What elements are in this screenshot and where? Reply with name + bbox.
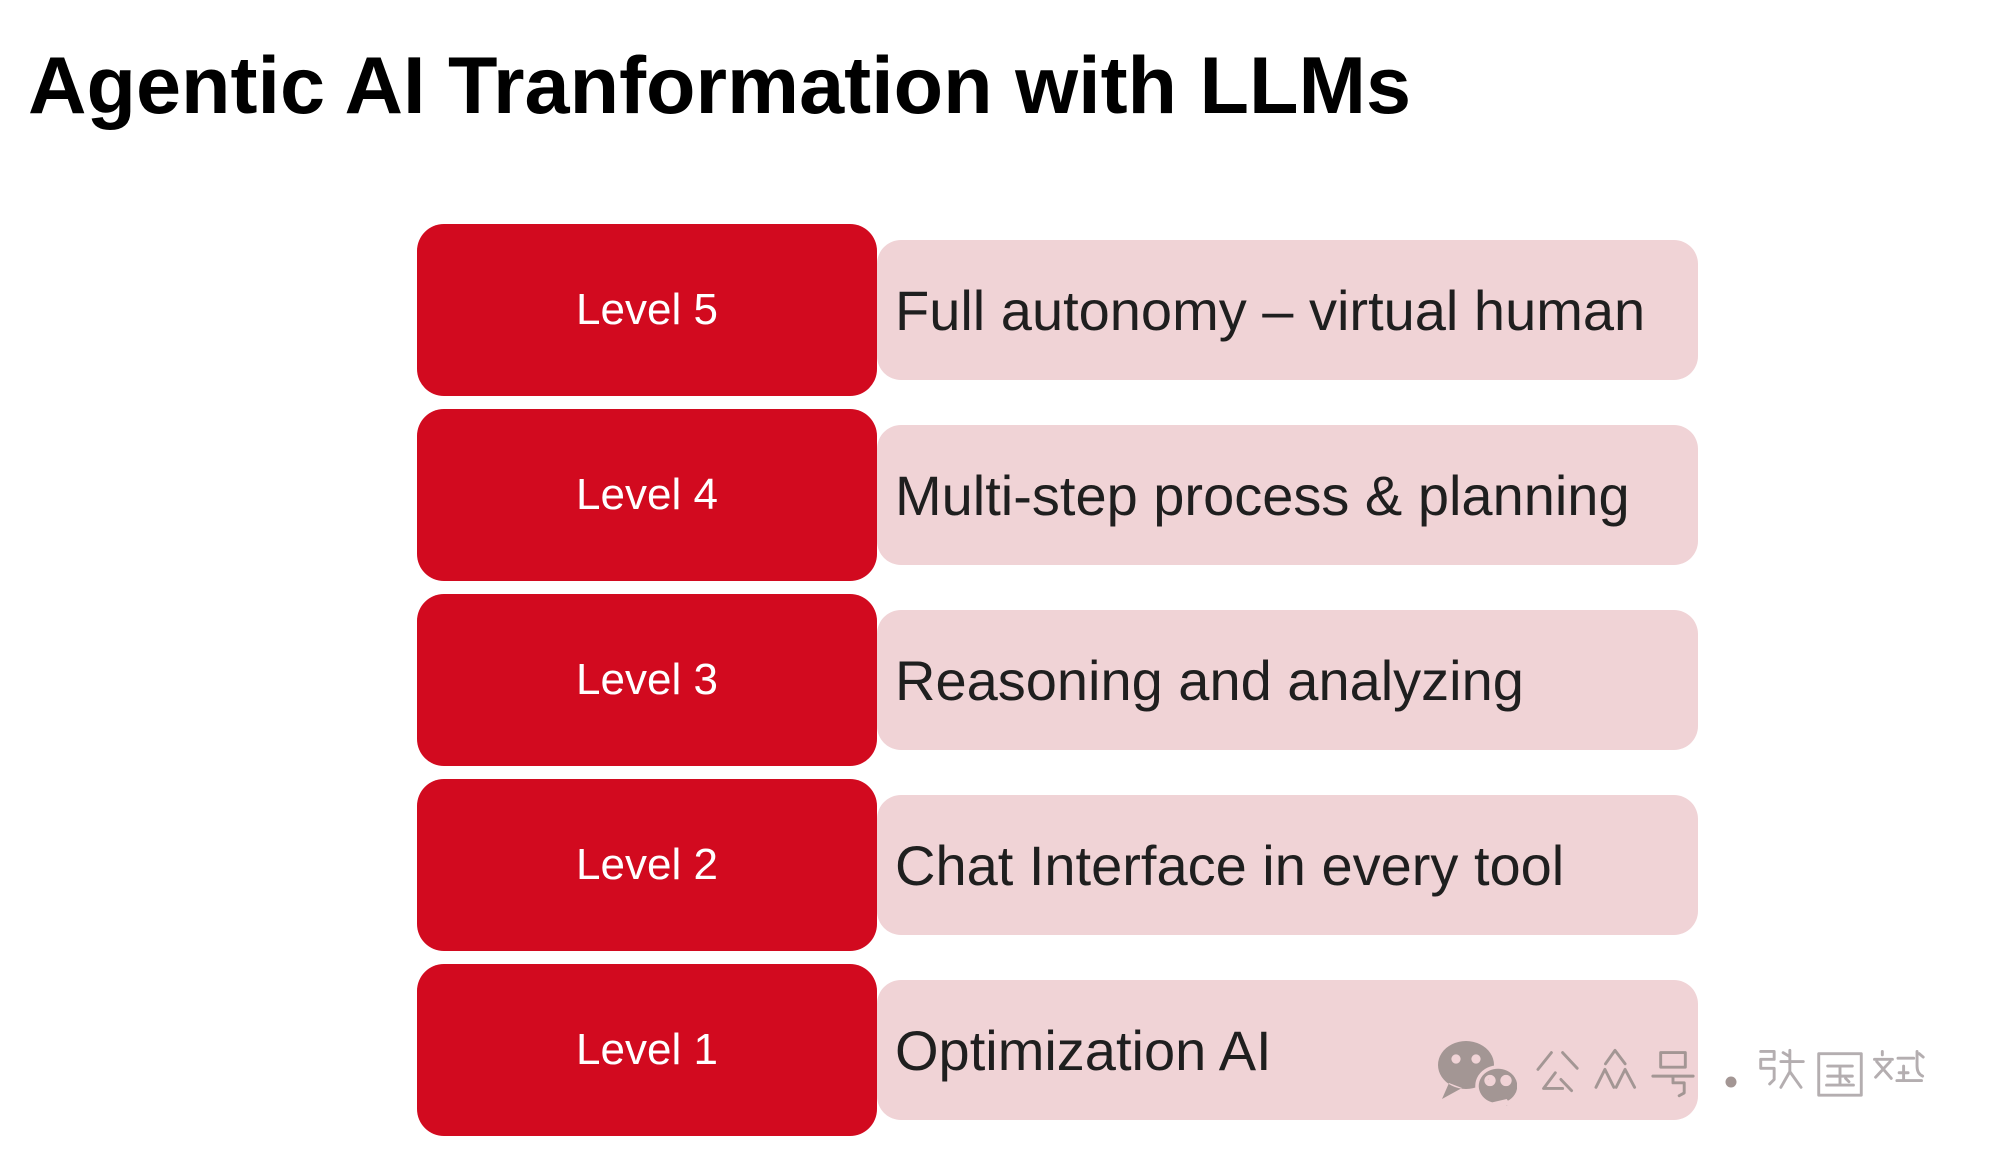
watermark-cjk-text <box>1536 1048 1925 1098</box>
level-2-description-box: Chat Interface in every tool <box>877 795 1698 935</box>
level-4-description-box: Multi-step process & planning <box>877 425 1698 565</box>
level-row-1: Optimization AI Level 1 <box>417 964 1698 1136</box>
level-1-label: Level 1 <box>576 1025 718 1074</box>
level-3-description-box: Reasoning and analyzing <box>877 610 1698 750</box>
level-row-5: Full autonomy – virtual human Level 5 <box>417 224 1698 396</box>
level-1-description: Optimization AI <box>895 1018 1272 1082</box>
level-2-badge: Level 2 <box>417 779 877 951</box>
level-1-description-box: Optimization AI <box>877 980 1698 1120</box>
level-row-2: Chat Interface in every tool Level 2 <box>417 779 1698 951</box>
level-row-3: Reasoning and analyzing Level 3 <box>417 594 1698 766</box>
level-4-description: Multi-step process & planning <box>895 463 1630 527</box>
level-4-badge: Level 4 <box>417 409 877 581</box>
level-5-label: Level 5 <box>576 285 718 334</box>
wechat-watermark: 公众号 · 张国斌 <box>1437 1040 1929 1110</box>
wechat-icon <box>1438 1041 1517 1110</box>
level-5-description-box: Full autonomy – virtual human <box>877 240 1698 380</box>
slide-title: Agentic AI Tranformation with LLMs <box>28 41 1412 131</box>
level-2-description: Chat Interface in every tool <box>895 833 1565 897</box>
level-1-badge: Level 1 <box>417 964 877 1136</box>
level-3-label: Level 3 <box>576 655 718 704</box>
level-5-description: Full autonomy – virtual human <box>895 278 1646 342</box>
level-3-badge: Level 3 <box>417 594 877 766</box>
level-2-label: Level 2 <box>576 840 718 889</box>
level-3-description: Reasoning and analyzing <box>895 648 1524 712</box>
level-4-label: Level 4 <box>576 470 718 519</box>
level-5-badge: Level 5 <box>417 224 877 396</box>
level-row-4: Multi-step process & planning Level 4 <box>417 409 1698 581</box>
